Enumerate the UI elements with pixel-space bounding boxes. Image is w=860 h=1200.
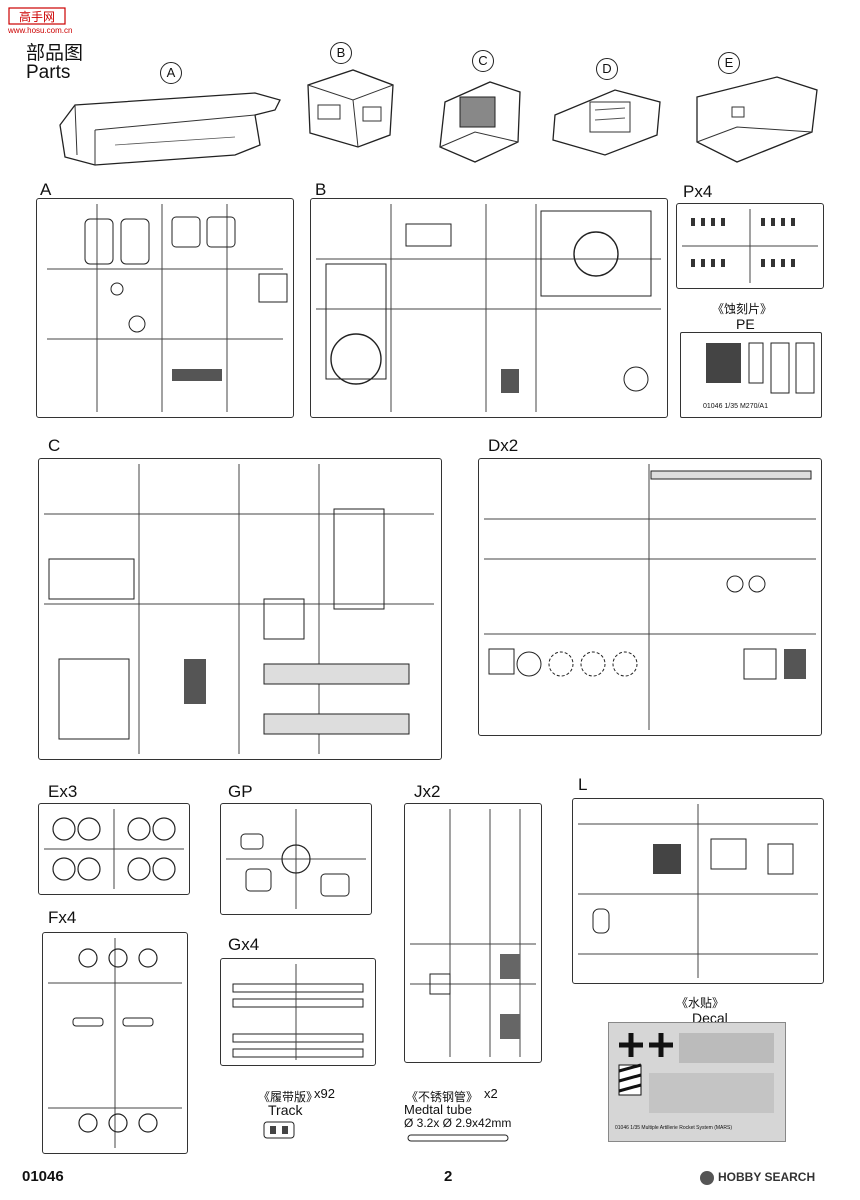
sprue-gp: [220, 803, 372, 915]
sprue-label-p: Px4: [683, 182, 713, 201]
sprue-b: [310, 198, 668, 418]
sprue-j-parts: [410, 809, 536, 1057]
sprue-l-parts: [578, 804, 818, 978]
product-code: 01046: [22, 1168, 64, 1185]
sprue-d-parts: [484, 464, 816, 730]
sprue-g: [220, 958, 376, 1066]
pe-label-cn: 《蚀刻片》: [712, 302, 773, 316]
sprue-d: [478, 458, 822, 736]
tube-label-cn: 《不锈钢管》: [406, 1090, 479, 1104]
sprue-label-g: Gx4: [228, 935, 260, 954]
hobby-search-logo-icon: [700, 1171, 714, 1185]
decal-footer-text: 01046 1/35 Multiple Artillerie Rocket Sy…: [615, 1125, 732, 1131]
decal-sheet-graphics: [618, 1033, 774, 1113]
track-label-cn: 《履带版》: [258, 1090, 319, 1104]
tube-drawing: [404, 1132, 514, 1144]
track-link-drawing: [262, 1118, 298, 1142]
sprue-f-parts: [48, 938, 182, 1148]
tube-quantity: x2: [484, 1086, 498, 1101]
part-label-a: A: [160, 62, 182, 84]
sprue-b-parts: [316, 204, 661, 412]
part-d-floor-drawing: [545, 80, 665, 160]
sprue-label-e: Ex3: [48, 782, 78, 801]
sprue-g-parts: [232, 964, 364, 1060]
decal-label-cn: 《水贴》: [676, 996, 725, 1010]
part-label-e: E: [718, 52, 740, 74]
sprue-label-b: B: [315, 180, 327, 199]
sprue-a: [36, 198, 294, 418]
pe-code: 01046 1/35 M270/A1: [703, 403, 768, 410]
tube-label: Medtal tube: [404, 1102, 472, 1117]
page-title-cn: 部品图: [26, 42, 84, 64]
part-b-cab-drawing: [298, 65, 398, 155]
site-watermark: 高手网 www.hosu.com.cn: [8, 6, 72, 35]
decal-sheet: 01046 1/35 Multiple Artillerie Rocket Sy…: [608, 1022, 786, 1142]
site-logo: 高手网: [8, 7, 66, 25]
sprue-label-j: Jx2: [414, 782, 441, 801]
sprue-label-d: Dx2: [488, 436, 519, 455]
sprue-p: [676, 203, 824, 289]
part-a-hull-drawing: [55, 85, 285, 175]
pe-label: PE: [736, 316, 755, 332]
part-label-c: C: [472, 50, 494, 72]
sprue-f: [42, 932, 188, 1154]
sprue-label-f: Fx4: [48, 908, 77, 927]
pe-fret: 01046 1/35 M270/A1: [680, 332, 822, 418]
pe-fret-parts: [706, 342, 815, 394]
sprue-gp-parts: [226, 809, 366, 909]
sprue-a-parts: [47, 204, 288, 412]
sprue-j: [404, 803, 542, 1063]
sprue-label-a: A: [40, 180, 52, 199]
sprue-label-l: L: [578, 775, 588, 794]
sprue-p-parts: [682, 209, 818, 283]
part-e-deck-drawing: [692, 72, 822, 167]
sprue-c-parts: [44, 464, 434, 754]
page-title-en: Parts: [26, 62, 71, 83]
page-number: 2: [444, 1168, 453, 1185]
sprue-e: [38, 803, 190, 895]
sprue-e-parts: [44, 809, 184, 889]
track-label: Track: [268, 1102, 303, 1118]
svg-text:高手网: 高手网: [19, 9, 55, 24]
part-c-chassis-drawing: [430, 72, 530, 167]
sprue-label-gp: GP: [228, 782, 253, 801]
part-label-d: D: [596, 58, 618, 80]
sprue-label-c: C: [48, 436, 61, 455]
sprue-c: [38, 458, 442, 760]
track-quantity: x92: [314, 1086, 335, 1101]
sprue-l: [572, 798, 824, 984]
tube-spec: Ø 3.2x Ø 2.9x42mm: [404, 1116, 512, 1130]
part-label-b: B: [330, 42, 352, 64]
